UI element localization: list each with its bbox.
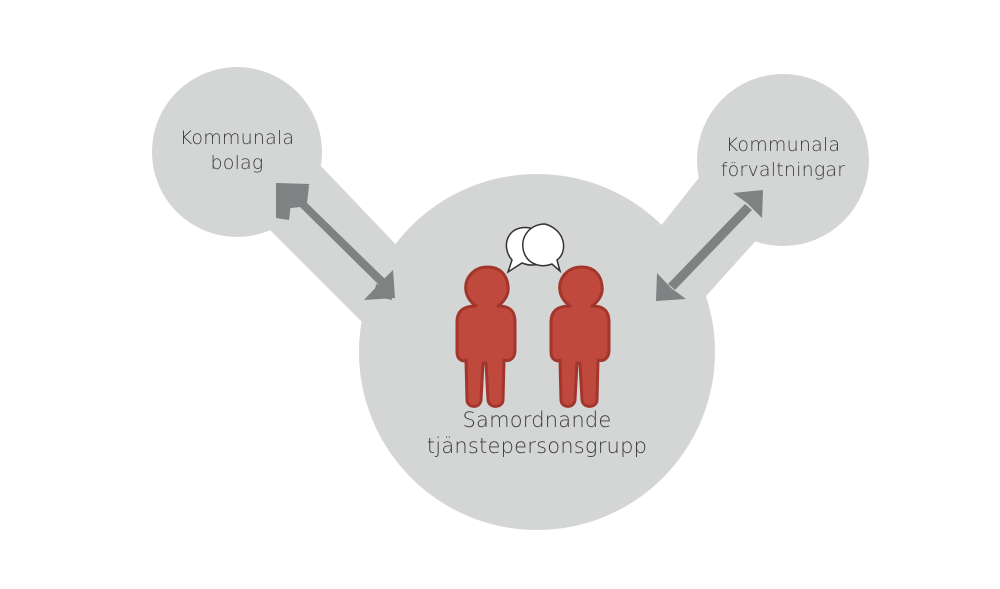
speech-bubbles-icon [505,223,565,274]
person-left-icon [455,265,517,408]
node-label-samordnande-grupp: Samordnande tjänstepersonsgrupp [417,407,657,460]
node-circle-center [359,174,715,530]
node-label-line: förvaltningar [720,158,846,181]
node-label-line: Samordnande [462,408,612,432]
node-label-line: Kommunala [179,127,295,149]
node-label-kommunala-bolag: Kommunala bolag [152,126,322,175]
node-circle-right [697,74,869,246]
node-label-line: bolag [210,151,264,174]
person-right-icon [549,265,611,408]
double-arrow-left-icon [276,183,395,300]
double-arrow-right-icon [656,190,763,301]
node-label-kommunala-forvaltningar: Kommunala förvaltningar [698,133,868,182]
node-label-line: tjänstepersonsgrupp [426,434,648,459]
node-label-line: Kommunala [725,134,841,156]
